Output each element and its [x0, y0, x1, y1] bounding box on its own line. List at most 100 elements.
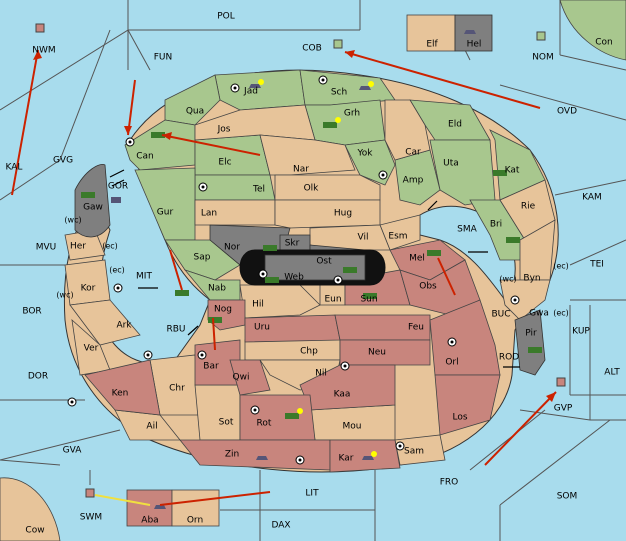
- sea-label-gor: GOR: [108, 182, 128, 192]
- territory-gaw[interactable]: [74, 163, 111, 238]
- land-label-bri: Bri: [490, 220, 502, 230]
- land-label-kor: Kor: [81, 284, 96, 294]
- territory-elf[interactable]: [406, 14, 456, 52]
- sea-label-gva: GVA: [63, 446, 83, 456]
- army-icon[interactable]: [359, 81, 374, 90]
- territory-rot[interactable]: [239, 394, 316, 441]
- land-label-ost: Ost: [316, 257, 332, 267]
- land-label-kar: Kar: [339, 454, 354, 464]
- land-label-ail: Ail: [146, 422, 157, 432]
- fleet-icon[interactable]: [154, 505, 166, 509]
- land-label-web: Web: [284, 273, 304, 283]
- land-label-bar: Bar: [203, 362, 219, 372]
- army-icon[interactable]: [285, 408, 303, 419]
- land-label-jos: Jos: [217, 125, 231, 135]
- land-label-nab: Nab: [208, 284, 226, 294]
- army-icon[interactable]: [363, 293, 377, 299]
- territory-gwa[interactable]: [499, 279, 551, 321]
- sea-label-ovd: OVD: [557, 107, 577, 117]
- coast-labels: (wc) (ec) (ec) (wc) (wc) (ec) (ec): [56, 216, 568, 318]
- territory-orn[interactable]: [171, 489, 220, 527]
- army-icon[interactable]: [263, 245, 277, 251]
- territory-sot[interactable]: [194, 384, 241, 441]
- army-icon[interactable]: [323, 117, 341, 128]
- sea-label-rod: ROD: [499, 353, 519, 363]
- territory-grh[interactable]: [304, 99, 386, 146]
- territory-ken[interactable]: [84, 359, 161, 416]
- land-label-esm: Esm: [388, 232, 407, 242]
- sea-label-tei: TEI: [589, 260, 604, 270]
- territory-zin[interactable]: [179, 439, 331, 471]
- territory-gur[interactable]: [134, 167, 196, 241]
- land-label-yok: Yok: [356, 149, 373, 159]
- land-label-pir: Pir: [525, 329, 537, 339]
- land-label-neu: Neu: [368, 348, 386, 358]
- sea-label-fun: FUN: [154, 53, 173, 63]
- territory-can[interactable]: [124, 119, 196, 171]
- territory-los[interactable]: [434, 374, 501, 436]
- army-icon[interactable]: [208, 317, 222, 323]
- flag-icon[interactable]: [556, 377, 566, 387]
- army-icon[interactable]: [493, 170, 507, 176]
- sea-label-kal: KAL: [6, 163, 23, 173]
- land-label-amp: Amp: [403, 176, 424, 186]
- territory-sch[interactable]: [299, 69, 396, 106]
- sea-label-rbu: RBU: [166, 325, 185, 335]
- territory-olk[interactable]: [274, 174, 381, 201]
- land-label-kat: Kat: [505, 166, 520, 176]
- territory-hug[interactable]: [274, 199, 381, 229]
- territory-qwi[interactable]: [229, 359, 271, 396]
- flag-icon[interactable]: [85, 488, 95, 498]
- sea-label-mit: MIT: [136, 272, 152, 282]
- land-label-gaw: Gaw: [83, 203, 103, 213]
- army-icon[interactable]: [343, 267, 357, 273]
- land-label-nog: Nog: [214, 305, 232, 315]
- land-label-sun: Sun: [360, 295, 377, 305]
- sea-label-kam: KAM: [582, 193, 602, 203]
- flag-icon[interactable]: [35, 23, 45, 33]
- fleet-icon[interactable]: [464, 30, 476, 34]
- army-icon[interactable]: [528, 347, 542, 353]
- flag-icon[interactable]: [333, 39, 343, 49]
- land-label-eld: Eld: [448, 120, 462, 130]
- territory-neu[interactable]: [339, 339, 431, 366]
- army-icon[interactable]: [427, 250, 441, 256]
- territory-pir[interactable]: [514, 309, 546, 376]
- sea-label-alt: ALT: [604, 368, 620, 378]
- land-label-zin: Zin: [225, 450, 239, 460]
- land-label-orl: Orl: [445, 358, 458, 368]
- sea-label-cob: COB: [302, 44, 322, 54]
- army-icon[interactable]: [151, 132, 165, 138]
- land-label-sap: Sap: [194, 253, 211, 263]
- land-label-kaa: Kaa: [334, 390, 351, 400]
- territory-sap[interactable]: [164, 239, 241, 281]
- army-icon[interactable]: [506, 237, 520, 243]
- sea-label-mvu: MVU: [36, 243, 57, 253]
- land-label-vil: Vil: [358, 233, 369, 243]
- territory-con[interactable]: [559, 0, 626, 61]
- land-label-uru: Uru: [254, 323, 270, 333]
- land-label-cow: Cow: [25, 526, 44, 536]
- flag-icon[interactable]: [536, 31, 546, 41]
- army-icon[interactable]: [249, 79, 264, 88]
- territory-qua[interactable]: [164, 74, 221, 126]
- army-icon[interactable]: [265, 277, 279, 283]
- territory-orl[interactable]: [429, 299, 501, 376]
- territory-car[interactable]: [384, 99, 431, 161]
- sea-label-pol: POL: [217, 12, 235, 22]
- fleet-icon[interactable]: [111, 197, 121, 203]
- sea-label-fro: FRO: [440, 478, 459, 488]
- army-icon[interactable]: [81, 192, 95, 198]
- land-label-car: Car: [405, 148, 421, 158]
- fleet-icon[interactable]: [256, 456, 268, 460]
- fleet-icon[interactable]: [362, 451, 377, 460]
- land-label-hug: Hug: [334, 209, 352, 219]
- territory-ark[interactable]: [69, 299, 141, 346]
- territory-jad[interactable]: [214, 69, 306, 111]
- coast-label: (ec): [102, 242, 118, 251]
- sea-label-nom: NOM: [532, 53, 554, 63]
- territory-nab[interactable]: [183, 269, 241, 301]
- territory-nar[interactable]: [259, 134, 356, 176]
- army-icon[interactable]: [175, 290, 189, 296]
